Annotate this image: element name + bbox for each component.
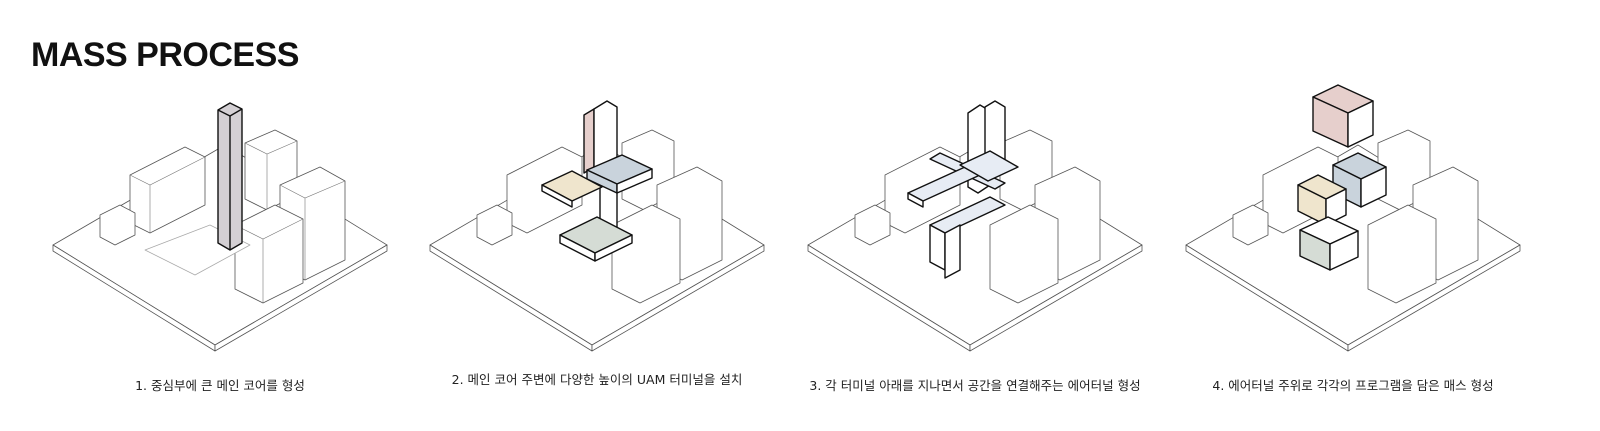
step-3-illustration (807, 100, 1143, 352)
uam-terminal-gray (559, 216, 633, 262)
air-tunnel (907, 150, 1019, 279)
diagram-step-2: 2. 메인 코어 주변에 다양한 높이의 UAM 터미널을 설치 (412, 85, 782, 415)
page-title: MASS PROCESS (31, 36, 299, 74)
step-1-illustration (52, 102, 388, 352)
step-3-caption: 3. 각 터미널 아래를 지나면서 공간을 연결해주는 에어터널 형성 (809, 378, 1141, 393)
step-4-illustration (1185, 84, 1521, 352)
context-buildings (854, 129, 1101, 304)
step-4-caption: 4. 에어터널 주위로 각각의 프로그램을 담은 매스 형성 (1212, 378, 1494, 393)
step-2-caption: 2. 메인 코어 주변에 다양한 높이의 UAM 터미널을 설치 (451, 372, 743, 387)
context-buildings (99, 129, 346, 304)
diagram-step-4: 4. 에어터널 주위로 각각의 프로그램을 담은 매스 형성 (1168, 84, 1538, 415)
uam-terminal-tan (541, 170, 603, 208)
uam-terminal-pink-blue (586, 154, 653, 194)
main-core (217, 102, 243, 251)
diagram-step-3: 3. 각 터미널 아래를 지나면서 공간을 연결해주는 에어터널 형성 (790, 85, 1160, 415)
diagram-step-1: 1. 중심부에 큰 메인 코어를 형성 (35, 85, 405, 415)
program-mass-gray (1299, 216, 1359, 271)
step-1-caption: 1. 중심부에 큰 메인 코어를 형성 (135, 378, 305, 393)
program-mass-pink (1312, 84, 1374, 148)
program-mass-tan (1297, 174, 1347, 226)
step-2-illustration (429, 100, 765, 352)
